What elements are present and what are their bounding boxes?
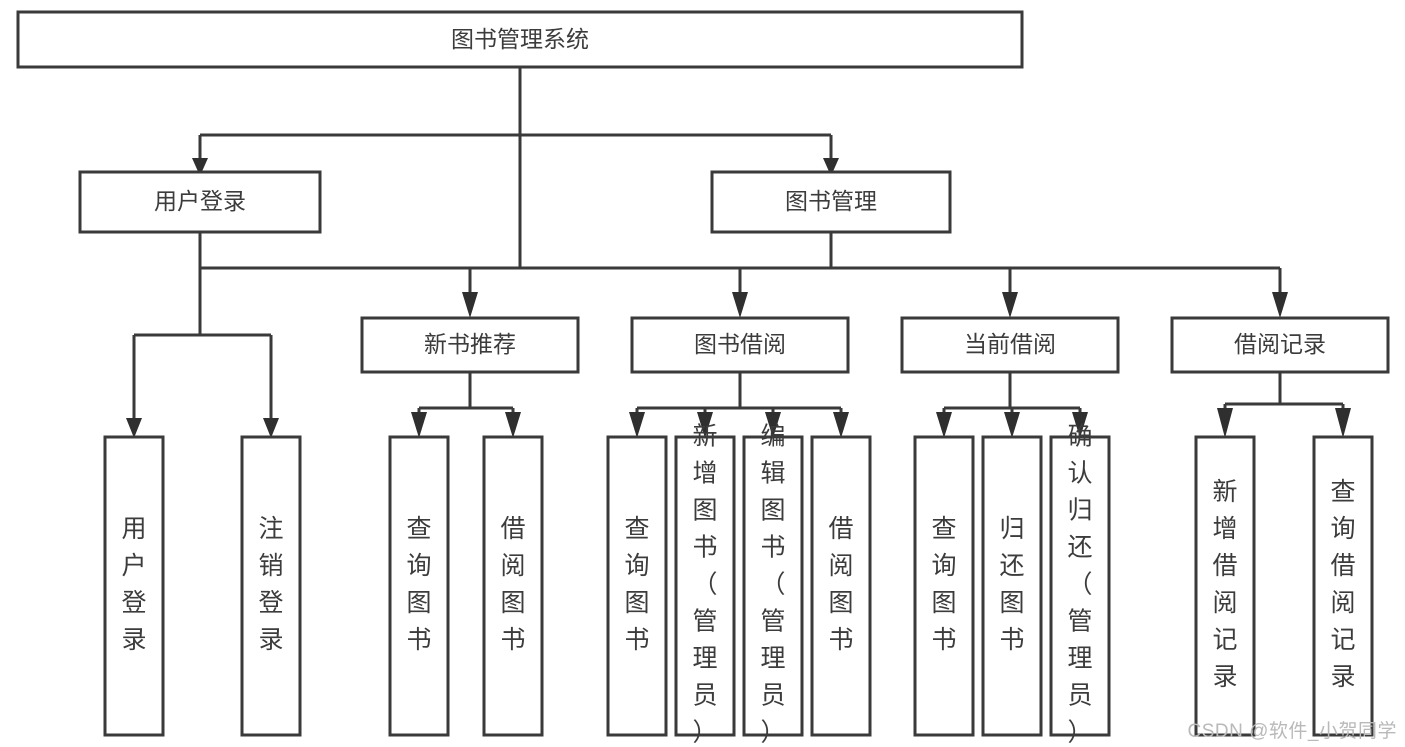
node-leaf-query-book-2-box[interactable] [606, 435, 668, 737]
node-leaf-return-book-label: 归还图书 [999, 515, 1024, 654]
arrow-to-leaf-add-record [1217, 408, 1233, 438]
node-leaf-confirm-return[interactable]: 确认归还（管理员） [1049, 423, 1111, 747]
node-leaf-borrow-book-1-label: 借阅图书 [500, 515, 525, 654]
node-leaf-edit-book[interactable]: 编辑图书（管理员） [742, 423, 804, 747]
arrow-to-leaf-return-book [1004, 412, 1020, 438]
node-leaf-user-logout-box[interactable] [240, 435, 302, 737]
node-leaf-query-record[interactable]: 查询借阅记录 [1312, 435, 1374, 737]
node-leaf-user-login[interactable]: 用户登录 [103, 435, 165, 737]
node-leaf-return-book[interactable]: 归还图书 [981, 435, 1043, 737]
arrow-to-book-manage [823, 158, 839, 176]
book-borrow-branch [629, 372, 849, 438]
node-leaf-borrow-book-1[interactable]: 借阅图书 [482, 435, 544, 737]
arrow-to-leaf-borrow-book-1 [505, 412, 521, 438]
node-leaf-query-book-3-label: 查询图书 [931, 515, 956, 654]
node-leaf-query-record-box[interactable] [1312, 435, 1374, 737]
node-leaf-user-logout[interactable]: 注销登录 [240, 435, 302, 737]
node-leaf-add-book-label: 新增图书（管理员） [692, 423, 717, 747]
node-leaf-query-book-1-box[interactable] [388, 435, 450, 737]
node-root[interactable]: 图书管理系统 [16, 10, 1024, 69]
node-current-borrow-box[interactable] [900, 316, 1120, 374]
arrow-to-leaf-query-book-2 [629, 412, 645, 438]
arrow-to-leaf-user-logout [263, 418, 279, 438]
node-new-book-rec[interactable]: 新书推荐 [360, 316, 580, 374]
node-root-label: 图书管理系统 [451, 26, 589, 52]
arrow-to-leaf-query-record [1335, 408, 1351, 438]
node-leaf-add-book-box[interactable] [674, 435, 736, 737]
node-user-login[interactable]: 用户登录 [78, 170, 322, 234]
node-leaf-add-book[interactable]: 新增图书（管理员） [674, 423, 736, 747]
node-book-borrow[interactable]: 图书借阅 [630, 316, 850, 374]
node-leaf-user-login-label: 用户登录 [121, 515, 146, 654]
book-manage-branch [462, 232, 1288, 318]
node-leaf-edit-book-label: 编辑图书（管理员） [760, 423, 785, 747]
node-user-login-box[interactable] [78, 170, 322, 234]
node-book-manage-box[interactable] [710, 170, 952, 234]
arrow-to-user-login [192, 158, 208, 176]
node-leaf-query-book-3[interactable]: 查询图书 [913, 435, 975, 737]
node-leaf-edit-book-box[interactable] [742, 435, 804, 737]
node-leaf-confirm-return-label: 确认归还（管理员） [1067, 423, 1092, 747]
node-leaf-add-record-label: 新增借阅记录 [1212, 478, 1237, 691]
node-leaf-return-book-box[interactable] [981, 435, 1043, 737]
node-current-borrow-label: 当前借阅 [964, 331, 1056, 357]
arrow-to-current-borrow [1002, 292, 1018, 318]
node-borrow-record-box[interactable] [1170, 316, 1390, 374]
node-leaf-add-record-box[interactable] [1194, 435, 1256, 737]
csdn-watermark: CSDN @软件_小贺同学 [1187, 721, 1397, 742]
node-borrow-record[interactable]: 借阅记录 [1170, 316, 1390, 374]
node-leaf-borrow-book-2-box[interactable] [810, 435, 872, 737]
node-leaf-add-record[interactable]: 新增借阅记录 [1194, 435, 1256, 737]
node-leaf-borrow-book-2-label: 借阅图书 [828, 515, 853, 654]
arrow-to-leaf-borrow-book-2 [833, 412, 849, 438]
user-login-branch [126, 232, 279, 438]
borrow-record-branch [1217, 372, 1351, 438]
arrow-to-leaf-add-book [697, 412, 713, 438]
arrow-to-new-book-rec [462, 292, 478, 318]
node-leaf-confirm-return-box[interactable] [1049, 435, 1111, 737]
node-new-book-rec-label: 新书推荐 [424, 331, 516, 357]
arrow-to-leaf-query-book-3 [936, 412, 952, 438]
node-book-manage-label: 图书管理 [785, 188, 877, 214]
node-borrow-record-label: 借阅记录 [1234, 331, 1326, 357]
arrow-to-leaf-user-login [126, 418, 142, 438]
node-leaf-borrow-book-1-box[interactable] [482, 435, 544, 737]
connector-layer [198, 67, 831, 270]
arrow-to-leaf-confirm-return [1072, 412, 1088, 438]
arrow-to-borrow-record [1272, 292, 1288, 318]
new-book-rec-branch [411, 372, 521, 438]
node-root-box[interactable] [16, 10, 1024, 69]
arrow-to-leaf-query-book-1 [411, 412, 427, 438]
node-leaf-query-book-2[interactable]: 查询图书 [606, 435, 668, 737]
node-leaf-query-book-1-label: 查询图书 [406, 515, 431, 654]
node-new-book-rec-box[interactable] [360, 316, 580, 374]
current-borrow-branch [936, 372, 1088, 438]
arrow-to-book-borrow [732, 292, 748, 318]
node-leaf-query-book-1[interactable]: 查询图书 [388, 435, 450, 737]
node-user-login-label: 用户登录 [154, 188, 246, 214]
node-book-manage[interactable]: 图书管理 [710, 170, 952, 234]
node-leaf-query-record-label: 查询借阅记录 [1330, 478, 1355, 691]
node-leaf-query-book-3-box[interactable] [913, 435, 975, 737]
arrow-to-leaf-edit-book [765, 412, 781, 438]
node-leaf-borrow-book-2[interactable]: 借阅图书 [810, 435, 872, 737]
node-book-borrow-label: 图书借阅 [694, 331, 786, 357]
node-current-borrow[interactable]: 当前借阅 [900, 316, 1120, 374]
node-leaf-user-login-box[interactable] [103, 435, 165, 737]
node-leaf-query-book-2-label: 查询图书 [624, 515, 649, 654]
node-book-borrow-box[interactable] [630, 316, 850, 374]
node-leaf-user-logout-label: 注销登录 [258, 515, 283, 654]
root-branch [192, 67, 839, 176]
